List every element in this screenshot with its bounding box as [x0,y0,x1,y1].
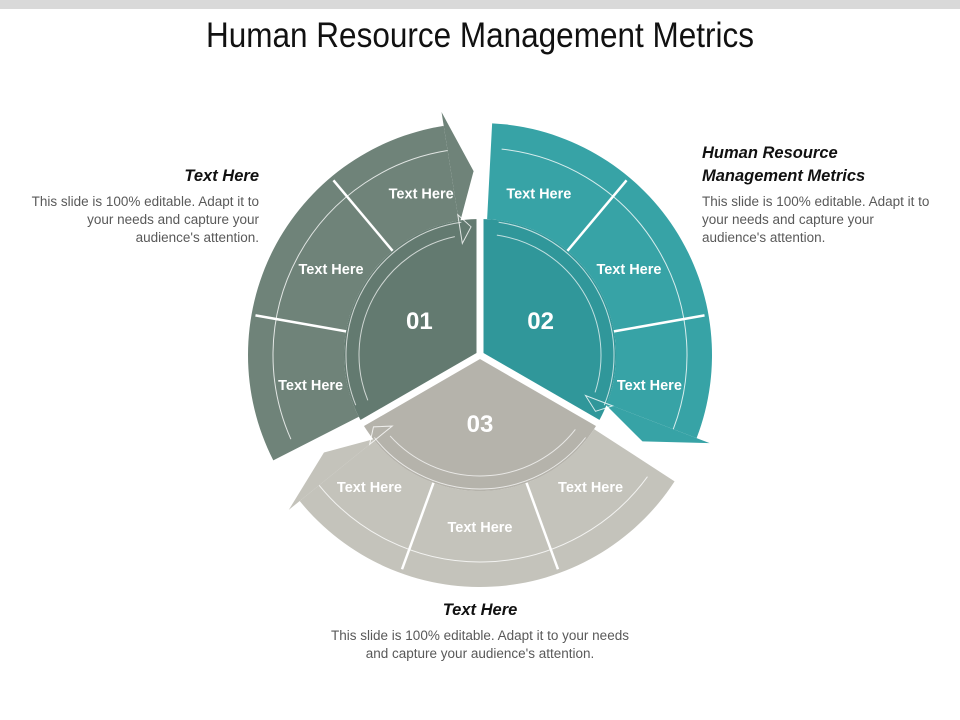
sector-01-label: Text Here [278,378,343,394]
left-body: This slide is 100% editable. Adapt it to… [31,194,259,245]
sector-03-band-line [318,476,648,563]
bottom-text-block: Text Here This slide is 100% editable. A… [330,599,630,663]
sector-01-band [248,125,459,461]
right-body: This slide is 100% editable. Adapt it to… [702,194,930,245]
sector-01-number: 01 [406,308,433,335]
sector-02-ring-inner [496,234,602,393]
sector-02-arrowhead-icon [603,402,710,444]
sector-gap [478,351,709,490]
sector-03-ring-inner [389,429,576,477]
left-heading: Text Here [184,167,259,185]
sector-01-label: Text Here [389,186,454,202]
sector-03-label: Text Here [337,480,402,496]
sector-03-label: Text Here [558,480,623,496]
sector-02-divider [566,179,628,252]
sector-03-band [299,429,675,588]
top-bar [0,0,960,9]
sector-01-divider [255,314,347,333]
sector-02-band-line [501,148,688,430]
sector-03-ring-arrow-icon [368,425,394,446]
bottom-heading: Text Here [442,601,518,619]
left-text-block: Text Here This slide is 100% editable. A… [20,165,259,247]
right-heading: Human Resource Management Metrics [702,144,866,185]
sector-03-arrowhead-icon [288,438,378,510]
sector-02-label: Text Here [506,186,571,202]
sector-01-band-line [272,150,448,440]
sector-02-ring-outer [498,221,615,406]
sector-03-number: 03 [467,411,494,438]
sector-02-divider [613,314,705,333]
sector-01-ring-inner [358,236,455,401]
right-text-block: Human Resource Management Metrics This s… [702,142,932,247]
slide-title: Human Resource Management Metrics [206,16,754,55]
sector-01-arrowhead-icon [441,112,474,225]
sector-02-ring-arrow-icon [584,394,615,412]
sector-01-ring-arrow-icon [457,213,472,245]
sector-02-number: 02 [527,308,554,335]
sector-01-divider [332,179,394,252]
sector-02-label: Text Here [596,262,661,278]
sector-gap [251,351,482,490]
sector-03-divider [525,482,560,570]
sector-03-ring-outer [374,437,586,490]
sector-02-label: Text Here [617,378,682,394]
sector-03-divider [400,482,435,570]
bottom-body: This slide is 100% editable. Adapt it to… [331,628,629,661]
sector-02-band [487,123,712,439]
sector-01-label: Text Here [299,262,364,278]
sector-03-label: Text Here [447,520,512,536]
sector-01-ring-outer [345,221,462,406]
